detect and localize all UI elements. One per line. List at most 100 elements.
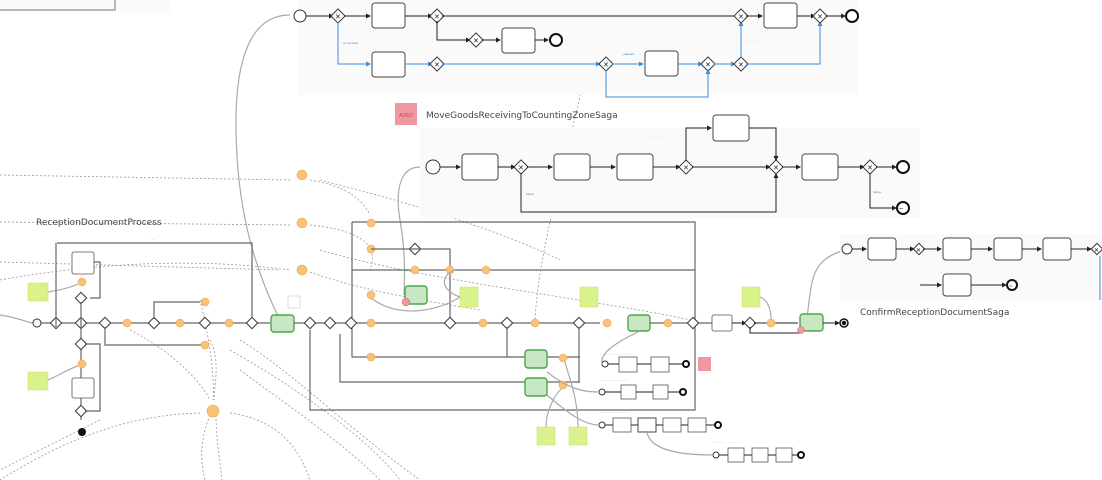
start-event[interactable] [32,318,42,328]
task[interactable] [650,356,670,373]
message-event[interactable] [224,318,234,328]
task[interactable] [662,417,682,433]
start-event[interactable] [293,9,307,23]
end-event[interactable] [549,33,563,47]
gateway[interactable]: ✕ [330,8,346,24]
error-end-event[interactable] [896,201,910,215]
gateway[interactable]: ✕ [733,56,749,72]
gateway[interactable] [245,316,259,330]
message-event[interactable] [122,318,132,328]
task[interactable] [652,384,669,400]
gateway[interactable] [303,316,317,330]
end-event[interactable] [679,388,687,396]
task[interactable] [612,417,632,433]
call-activity[interactable] [270,314,295,333]
message-event[interactable] [200,297,210,307]
task[interactable] [501,27,536,54]
start-event[interactable] [598,421,606,429]
end-event[interactable] [714,421,722,429]
gateway[interactable] [443,316,457,330]
end-event[interactable] [797,451,805,459]
message-event[interactable] [663,318,673,328]
error-end-event[interactable] [1006,279,1018,291]
task[interactable] [801,153,839,181]
gateway[interactable]: ✕ [812,8,828,24]
gateway[interactable] [686,316,700,330]
start-event[interactable] [598,388,606,396]
message-event[interactable] [366,290,376,300]
task[interactable] [637,417,657,433]
gateway[interactable]: ✕ [912,242,926,256]
signal-event[interactable] [206,404,220,418]
end-event[interactable] [682,360,690,368]
gateway[interactable]: ✕ [513,159,529,175]
task[interactable] [371,2,406,29]
task[interactable] [618,356,638,373]
message-event[interactable] [200,340,210,350]
task[interactable] [687,417,707,433]
gateway[interactable] [743,316,757,330]
task[interactable] [763,2,798,29]
error-boundary-event[interactable] [797,326,805,334]
start-event[interactable] [425,159,441,175]
task[interactable] [942,273,972,297]
gateway[interactable]: ✕ [862,159,878,175]
end-event[interactable] [896,160,910,174]
gateway[interactable]: ✕ [733,8,749,24]
gateway[interactable]: ✕ [468,32,484,48]
error-boundary-event[interactable] [401,297,411,307]
start-event[interactable] [601,360,609,368]
task[interactable] [942,237,972,261]
gateway[interactable]: ✕ [1090,242,1102,256]
message-event[interactable] [366,318,376,328]
task[interactable] [712,114,750,142]
gateway[interactable] [198,316,212,330]
task[interactable] [71,377,95,399]
task[interactable] [993,237,1023,261]
task[interactable] [461,153,499,181]
message-event[interactable] [77,277,87,287]
task[interactable] [620,384,637,400]
call-activity[interactable] [524,377,548,397]
task[interactable] [644,50,679,77]
task[interactable] [775,447,793,463]
task[interactable] [751,447,769,463]
terminate-end-event[interactable] [78,428,86,436]
start-event[interactable] [841,243,853,255]
call-activity[interactable] [404,285,428,305]
gateway[interactable]: ✕ [768,159,784,175]
gateway[interactable]: ✕ [429,8,445,24]
message-event[interactable] [296,264,308,276]
message-event[interactable] [296,217,308,229]
task[interactable] [711,314,733,332]
message-event[interactable] [530,318,540,328]
gateway[interactable] [98,316,112,330]
gateway[interactable]: ✕ [429,56,445,72]
start-event[interactable] [712,451,720,459]
message-event[interactable] [410,265,420,275]
message-event[interactable] [558,353,568,363]
message-event[interactable] [478,318,488,328]
call-activity[interactable] [627,314,651,332]
gateway[interactable] [344,316,358,330]
message-event[interactable] [296,169,308,181]
call-activity[interactable] [524,349,548,369]
gateway[interactable]: ✕ [678,159,694,175]
message-event[interactable] [77,359,87,369]
gateway[interactable] [572,316,586,330]
gateway[interactable]: ✕ [700,56,716,72]
message-event[interactable] [766,318,776,328]
gateway[interactable]: ✕ [598,56,614,72]
message-event[interactable] [366,352,376,362]
gateway[interactable] [74,291,88,305]
task[interactable] [371,51,406,78]
task[interactable] [727,447,745,463]
task[interactable] [71,251,95,275]
gateway[interactable] [74,337,88,351]
message-event[interactable] [602,318,612,328]
message-event[interactable] [175,318,185,328]
gateway[interactable] [323,316,337,330]
task[interactable] [867,237,897,261]
task[interactable] [616,153,654,181]
